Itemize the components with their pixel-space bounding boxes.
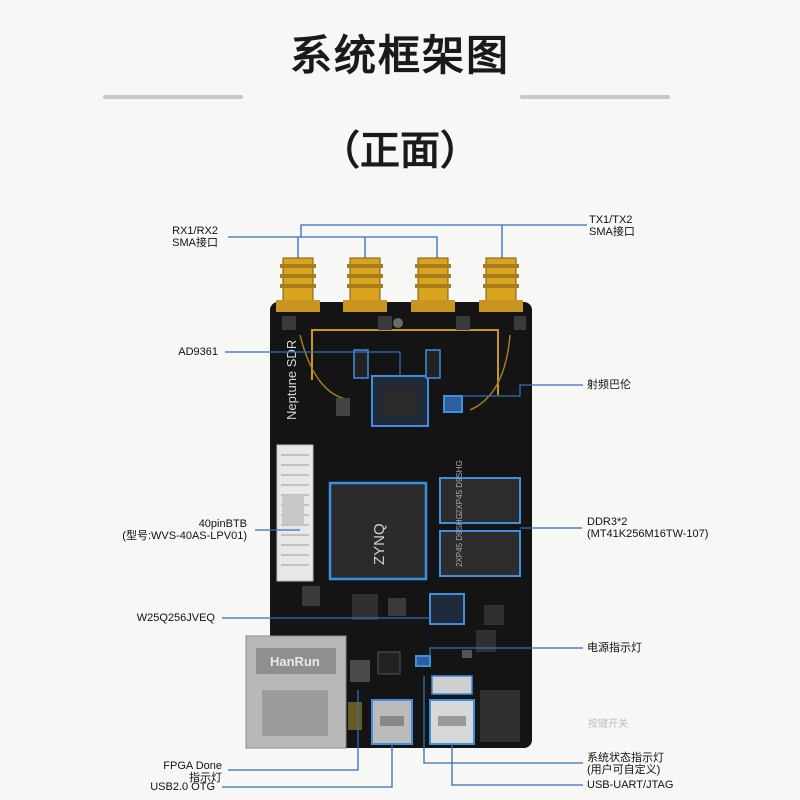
power-led-leader: [429, 647, 583, 656]
fpga-done-leader: [228, 690, 359, 771]
btb-label: 40pinBTB (型号:WVS-40AS-LPV01): [122, 518, 247, 542]
flash-chip: [429, 593, 465, 625]
usb-uart-connector: [429, 699, 475, 745]
ad9361-leader: [225, 351, 401, 376]
tx-leader: [300, 224, 587, 237]
divider-smudge: [520, 95, 670, 99]
gold-trace: [469, 334, 511, 411]
page-subtitle: （正面）: [320, 128, 480, 174]
usb-otg-label: USB2.0 OTG: [150, 781, 215, 793]
hanrun-text: HanRun: [270, 654, 320, 669]
power-led: [415, 655, 431, 667]
sma-connector-4: [479, 257, 523, 312]
rx-label: RX1/RX2 SMA接口: [172, 225, 218, 249]
sma-connector-3: [411, 257, 455, 312]
usb-uart-label: USB-UART/JTAG: [587, 779, 674, 791]
ad9361-label: AD9361: [178, 346, 218, 358]
sma-connector-1: [276, 257, 320, 312]
svg-text:2XP45 D9SHG: 2XP45 D9SHG: [455, 513, 464, 567]
ddr-label: DDR3*2 (MT41K256M16TW-107): [587, 516, 709, 540]
power-led-label: 电源指示灯: [587, 642, 642, 654]
usb-otg-leader: [222, 744, 393, 788]
status-led-leader: [423, 676, 583, 764]
flash-label: W25Q256JVEQ: [136, 612, 215, 624]
status-led-label: 系统状态指示灯 (用户可自定义): [587, 752, 664, 776]
page-title: 系统框架图: [289, 31, 510, 80]
zynq-chip-text: ZYNQ: [371, 523, 388, 565]
divider-smudge: [103, 95, 243, 99]
sma-connector-2: [343, 257, 387, 312]
gold-trace: [311, 329, 499, 395]
rx-leader: [228, 236, 438, 258]
faint-switch-label: 按键开关: [588, 719, 628, 730]
rf-balun-part: [443, 395, 463, 413]
silkscreen-text: Neptune SDR: [284, 340, 299, 420]
usb-uart-leader: [451, 744, 583, 786]
ddr-chip-2: [439, 530, 521, 577]
tx-label: TX1/TX2 SMA接口: [589, 214, 635, 238]
fpga-done-label: FPGA Done 指示灯: [163, 760, 222, 784]
rf-balun-leader: [462, 384, 583, 397]
ddr-chip-1: [439, 477, 521, 524]
zynq-fpga-chip: [328, 481, 428, 581]
rf-balun-label: 射频巴伦: [587, 379, 631, 391]
svg-text:2XP45 D9SHG: 2XP45 D9SHG: [455, 460, 464, 514]
